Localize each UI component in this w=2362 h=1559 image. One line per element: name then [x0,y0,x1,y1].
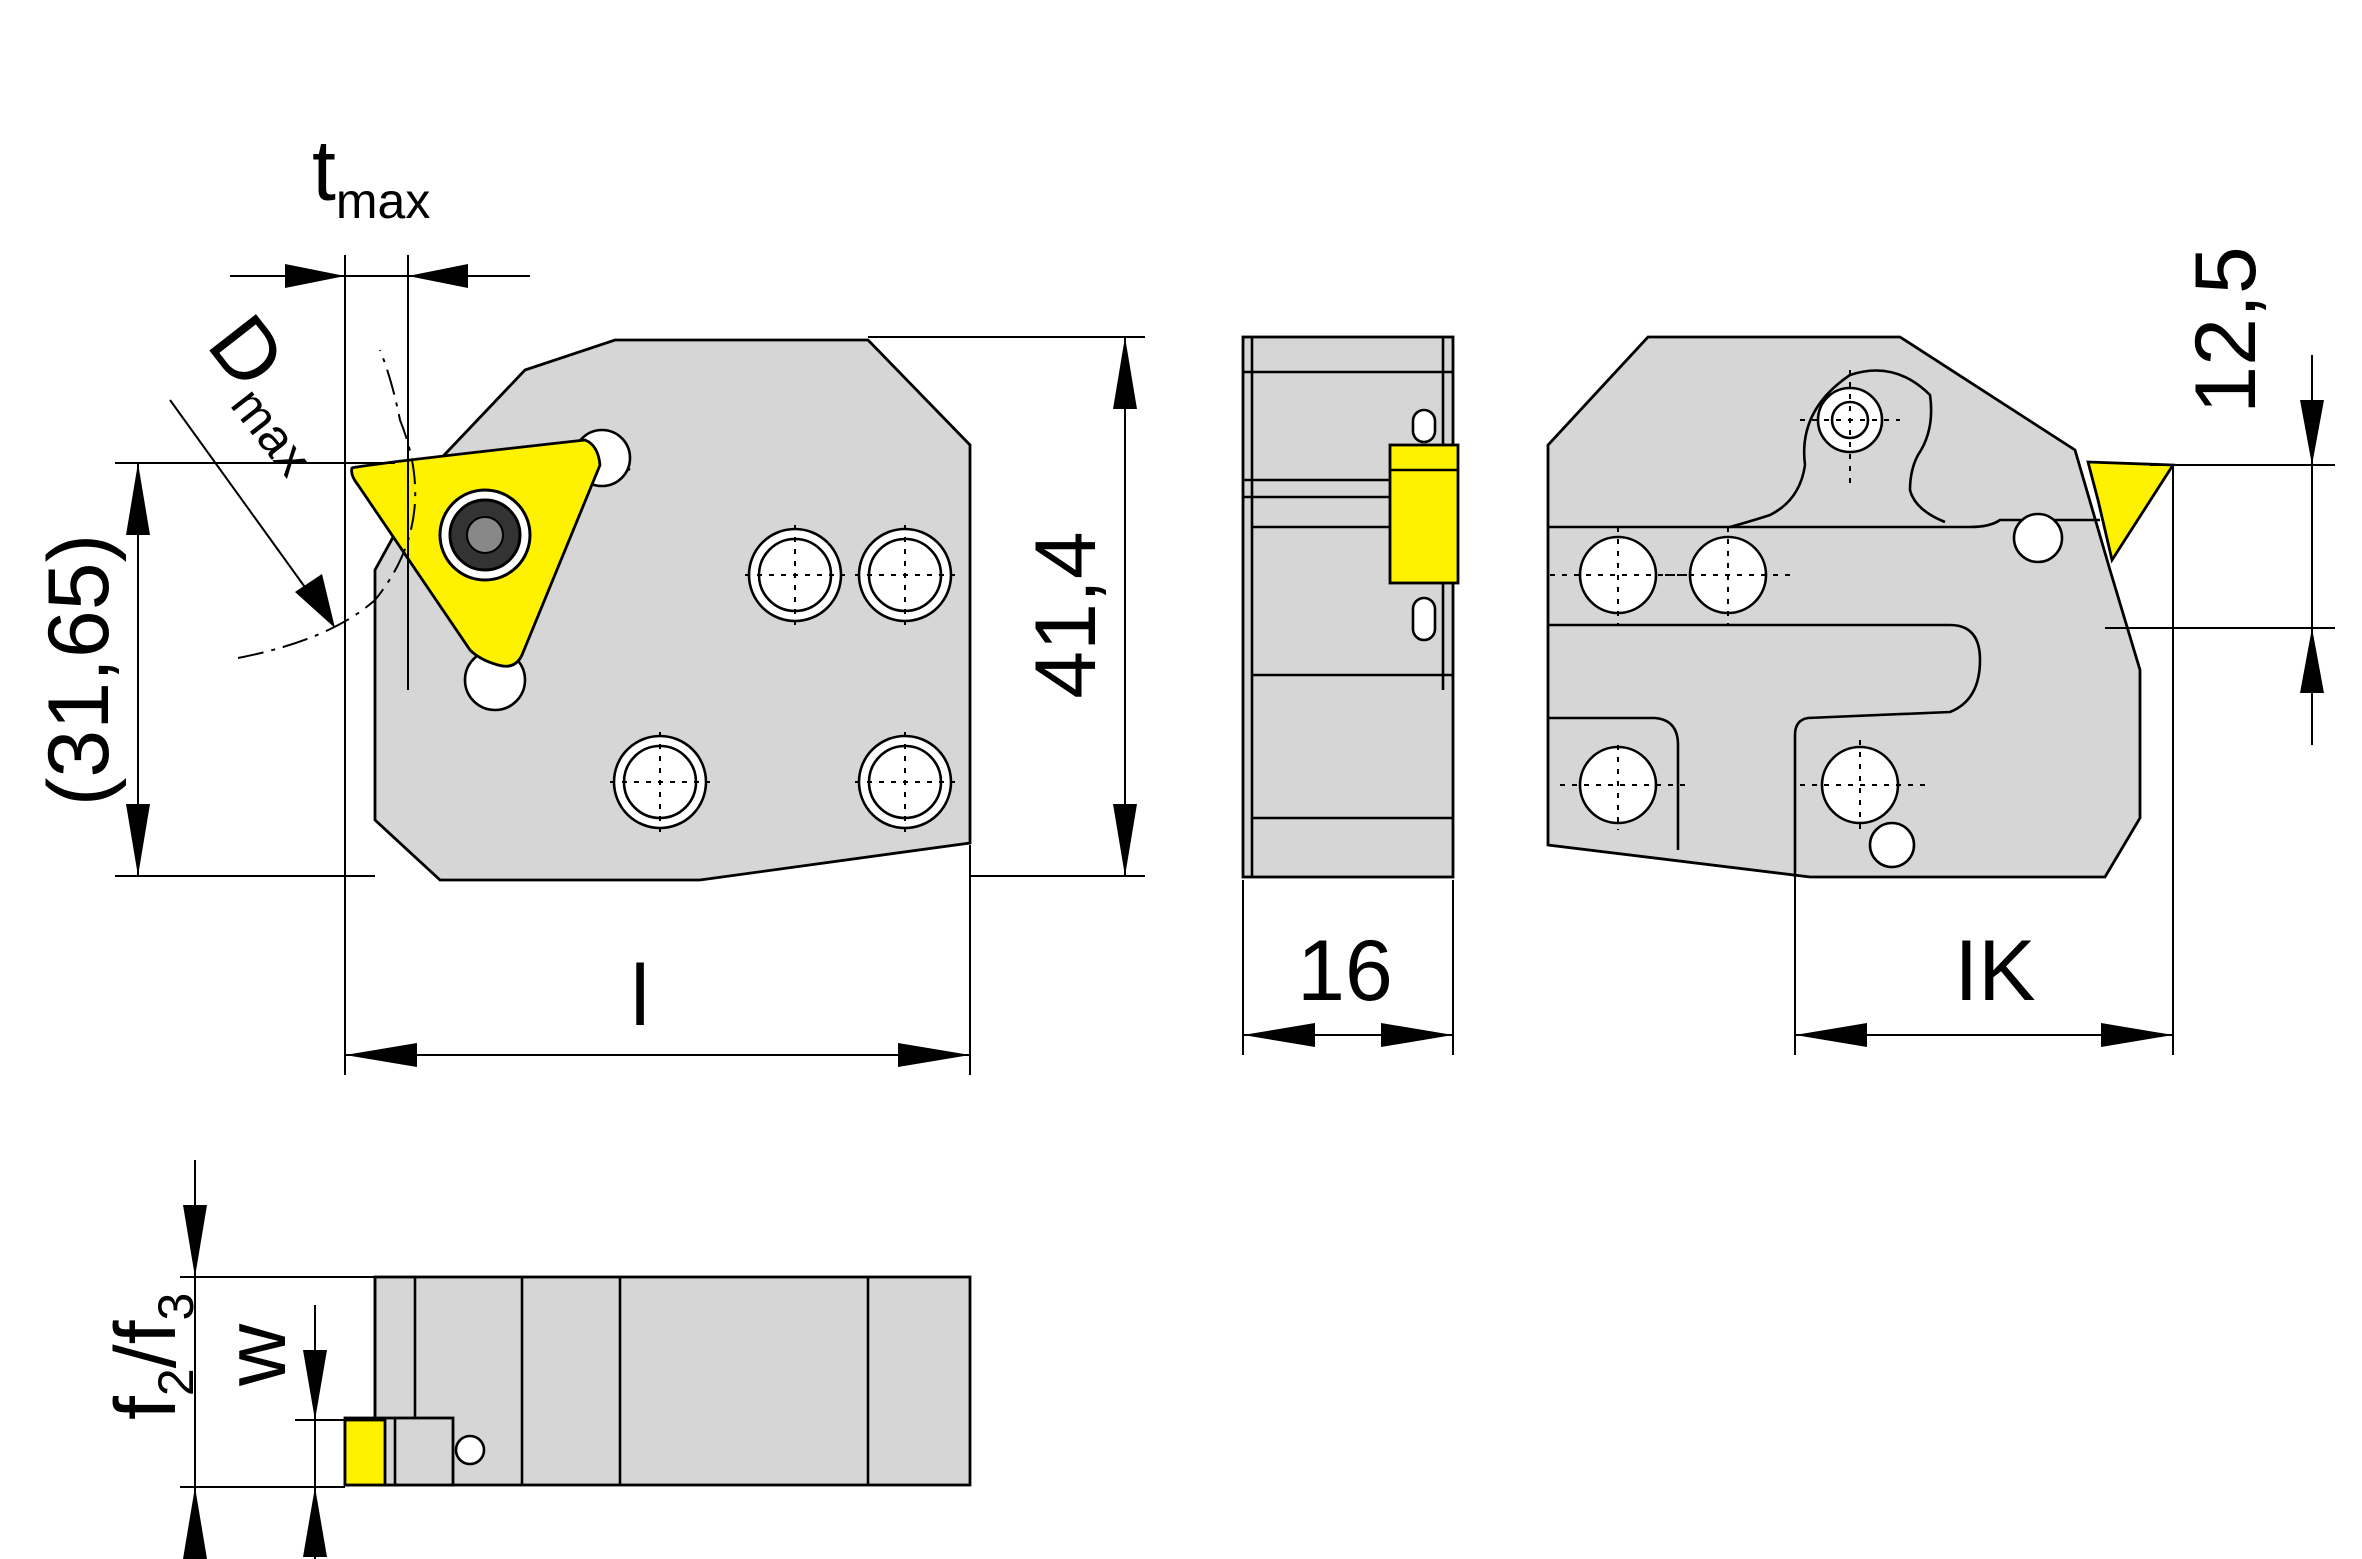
front-view [169,338,972,882]
rear-pin-bottom [1868,821,1916,869]
rear-upper-channel [1548,518,2100,529]
height-ref-label: (31,65) [31,534,127,807]
top-insert [343,1418,387,1487]
rear-dimensions [1794,355,2335,1055]
rear-lower-channel [1548,623,1982,877]
rear-pin [2012,512,2064,564]
side-screw-top [1411,408,1437,444]
rear-insert [2086,460,2176,564]
t-max-label: tmax [312,123,430,229]
length-label: l [630,948,649,1044]
width-label: 16 [1297,923,1393,1019]
f-label: f2/f3 [98,1293,204,1420]
w-label: w [208,1323,304,1387]
front-dimensions [115,255,1145,1075]
rear-view [1546,335,2176,879]
side-insert [1388,443,1460,585]
top-dimensions [180,1160,375,1559]
height-label: 41,4 [1018,531,1114,698]
front-holes [610,525,955,832]
top-view [343,1275,972,1487]
insert-screw-hex [466,516,504,554]
offset-label: 12,5 [2178,246,2274,413]
ik-label: IK [1954,923,2035,1019]
side-view [1241,335,1460,879]
side-screw-bottom [1411,596,1437,642]
rear-view-body [1546,335,2142,879]
d-max-label: Dmax [182,298,362,487]
rear-holes [1550,527,1925,830]
top-pin [454,1434,486,1466]
rear-boss [1802,369,1946,524]
side-dimensions [1242,880,1454,1055]
rear-bottom-left-pocket [1548,716,1680,850]
